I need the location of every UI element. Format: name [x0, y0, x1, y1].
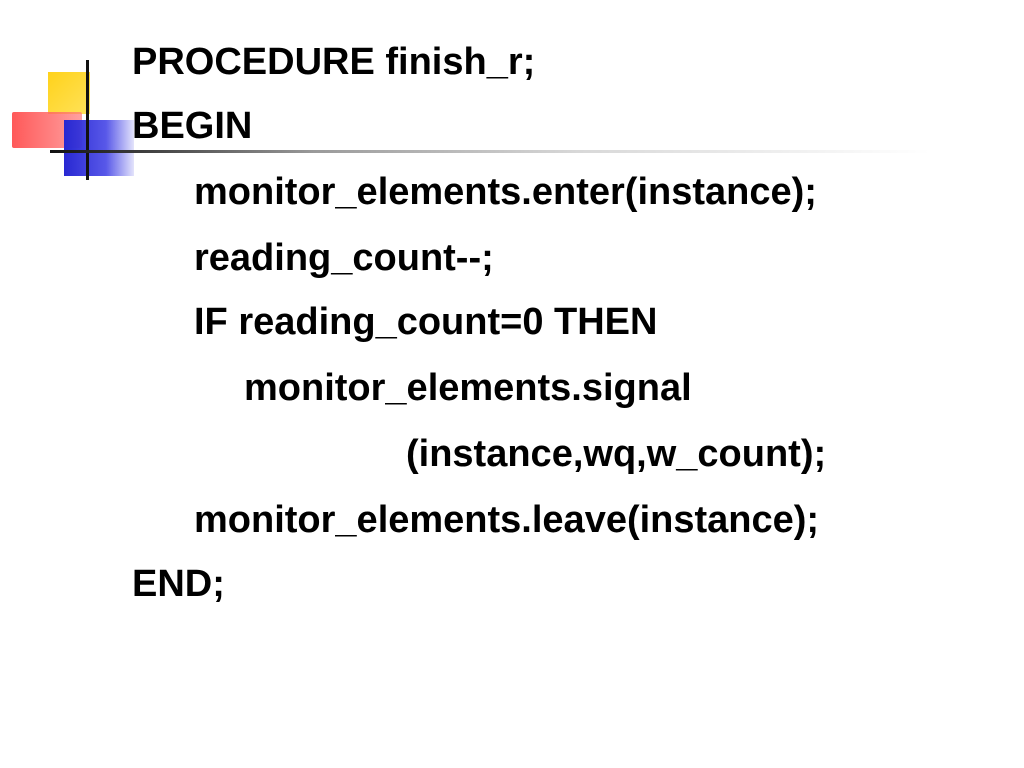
code-line-end: END;	[132, 563, 225, 605]
vertical-rule	[86, 60, 89, 180]
code-line-decrement: reading_count--;	[194, 237, 494, 279]
code-line-signal-args: (instance,wq,w_count);	[406, 433, 827, 475]
code-line-enter: monitor_elements.enter(instance);	[194, 171, 817, 213]
yellow-square-shape	[48, 72, 90, 114]
horizontal-rule	[50, 150, 930, 153]
code-line-if: IF reading_count=0 THEN	[194, 301, 658, 343]
code-line-signal: monitor_elements.signal	[244, 367, 692, 409]
blue-square-shape	[64, 120, 134, 176]
title-decoration	[0, 0, 1024, 200]
code-line-begin: BEGIN	[132, 105, 253, 147]
code-line-procedure: PROCEDURE finish_r;	[132, 41, 536, 83]
code-line-leave: monitor_elements.leave(instance);	[194, 499, 820, 541]
